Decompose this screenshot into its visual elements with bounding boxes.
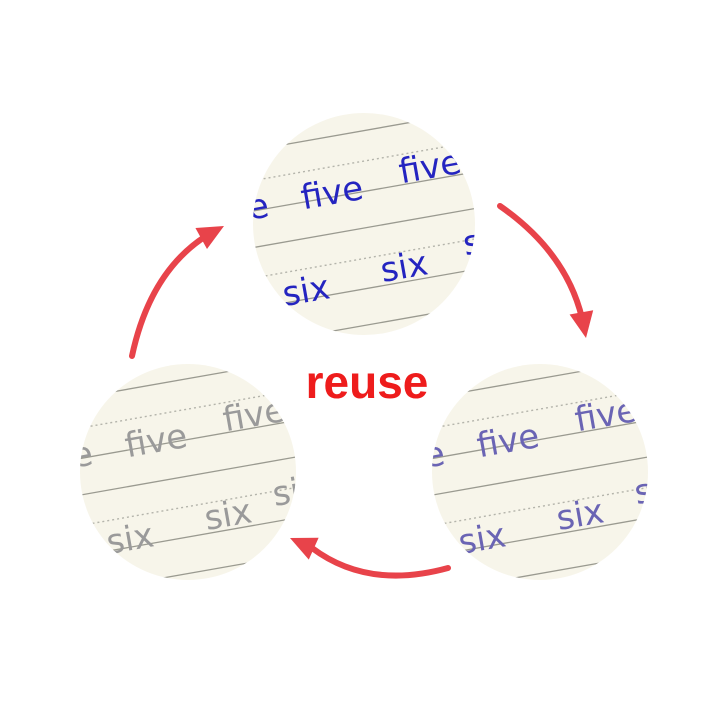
practice-word-six: six (279, 267, 333, 315)
rule-line (432, 414, 648, 467)
practice-word-six: six (553, 491, 607, 539)
arrow-shaft (497, 203, 585, 321)
rule-line (253, 201, 475, 255)
practice-word-six: six (103, 515, 157, 563)
arrow-shaft (129, 233, 209, 359)
rule-line (432, 449, 648, 503)
dotted-guide-line (80, 479, 296, 532)
practice-word-six: six (269, 467, 323, 515)
arrow-shaft (309, 545, 451, 579)
rule-line (432, 544, 648, 580)
paper-disc (432, 364, 648, 580)
dotted-guide-line (253, 230, 475, 285)
rule-line (80, 544, 296, 580)
rule-line (253, 295, 475, 335)
cycle-arrow-top-to-bottom-right (497, 203, 594, 338)
rule-line (80, 449, 296, 503)
practice-word-six: six (377, 243, 431, 291)
arrow-head (290, 537, 319, 560)
rule-line (253, 165, 475, 220)
arrow-head (569, 310, 594, 338)
arrows-layer (129, 203, 594, 579)
paper-disc (80, 364, 296, 580)
rule-line (80, 414, 296, 467)
cycle-arrow-bottom-right-to-bottom-left (290, 537, 451, 579)
practice-word-six: six (201, 491, 255, 539)
cycle-arrow-bottom-left-to-top (129, 226, 224, 359)
center-label-reuse: reuse (306, 356, 429, 408)
practice-word-six: si (631, 469, 665, 513)
dotted-guide-line (432, 479, 648, 532)
practice-word-six: six (455, 515, 509, 563)
arrow-head (195, 226, 224, 250)
